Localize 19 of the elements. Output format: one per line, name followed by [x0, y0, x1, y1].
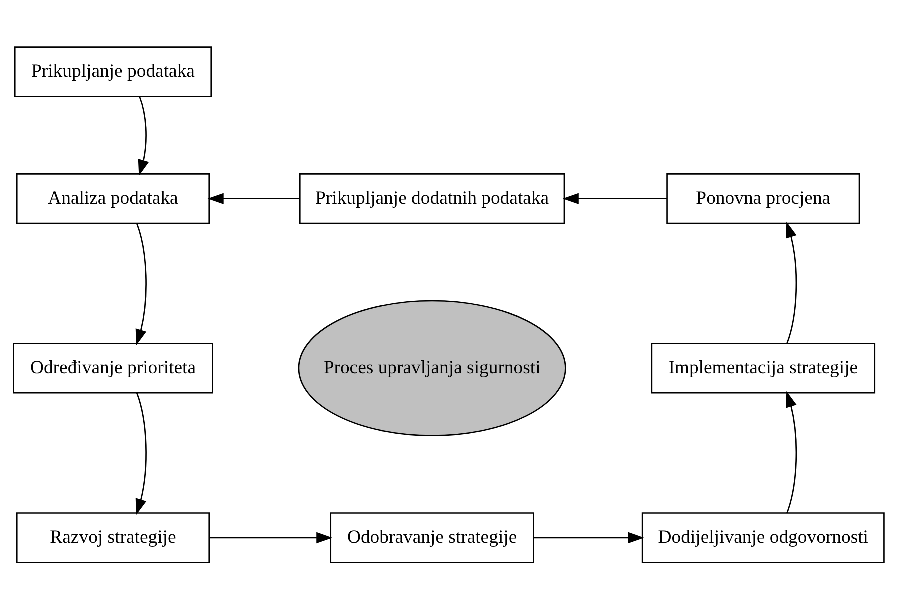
node-box: Određivanje prioriteta	[13, 342, 214, 394]
arrow	[136, 223, 147, 346]
arrow	[138, 96, 150, 176]
node-box: Razvoj strategije	[16, 512, 210, 563]
node-box: Prikupljanje dodatnih podataka	[299, 173, 566, 224]
node-box: Dodijeljivanje odgovornosti	[642, 512, 885, 563]
node-box: Analiza podataka	[16, 173, 210, 224]
arrow	[534, 532, 644, 544]
arrow	[786, 221, 798, 344]
node-box: Implementacija strategije	[651, 342, 876, 394]
arrow	[210, 532, 333, 544]
node-ellipse: Proces upravljanja sigurnosti	[298, 300, 566, 436]
node-box: Odobravanje strategije	[330, 512, 534, 563]
arrow	[136, 392, 147, 515]
arrow	[562, 192, 668, 204]
node-box: Ponovna procjena	[666, 173, 860, 224]
arrow	[786, 390, 798, 513]
arrow	[208, 192, 300, 204]
node-box: Prikupljanje podataka	[14, 46, 212, 97]
